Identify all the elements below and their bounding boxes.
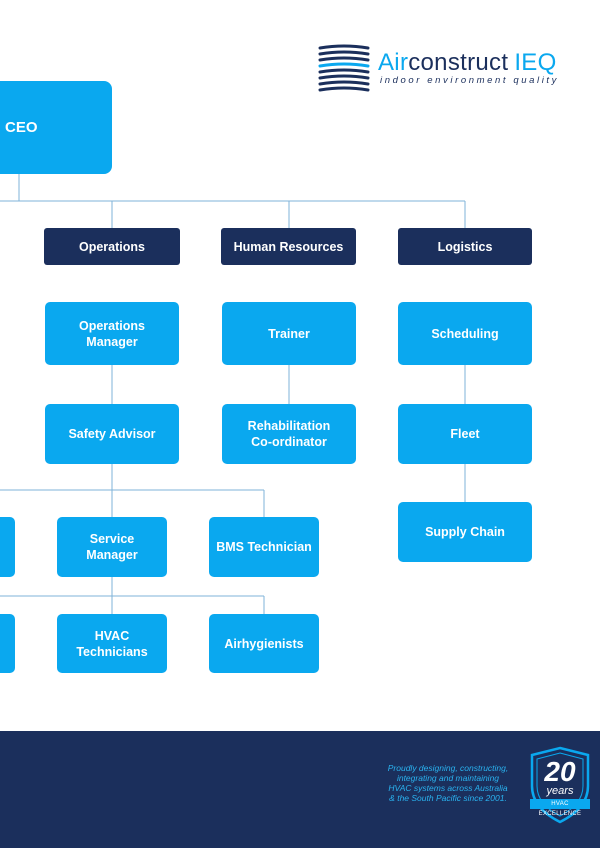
footer-band: Proudly designing, constructing, integra… [0,731,600,848]
department-logistics: Logistics [398,228,532,265]
role-supply-chain: Supply Chain [398,502,532,562]
stacked-wave-lines-icon [318,44,370,92]
role-hvac-technicians: HVAC Technicians [57,614,167,673]
badge-word: years [546,785,574,797]
footer-text: Proudly designing, constructing, integra… [387,763,509,803]
brand-name-part1: Air [378,49,409,76]
role-service-manager: Service Manager [57,517,167,577]
brand-name-part2: construct [408,49,509,76]
ceo-box: CEO [0,81,112,174]
role-safety-advisor: Safety Advisor [45,404,179,464]
brand-tagline: indoor environment quality [380,75,560,86]
role-offscreen-left-1 [0,517,15,577]
department-human-resources: Human Resources [221,228,356,265]
role-airhygienists: Airhygienists [209,614,319,673]
role-operations-manager: Operations Manager [45,302,179,365]
role-scheduling: Scheduling [398,302,532,365]
role-bms-technician: BMS Technician [209,517,319,577]
badge-number: 20 [544,756,576,787]
brand-name-part3: IEQ [514,49,557,76]
shield-badge-icon: 20 years HVAC EXCELLENCE [528,746,592,824]
department-operations: Operations [44,228,180,265]
role-rehabilitation-coordinator: Rehabilitation Co-ordinator [222,404,356,464]
role-fleet: Fleet [398,404,532,464]
badge-ribbon: HVAC EXCELLENCE [530,799,590,817]
role-trainer: Trainer [222,302,356,365]
role-offscreen-left-2 [0,614,15,673]
